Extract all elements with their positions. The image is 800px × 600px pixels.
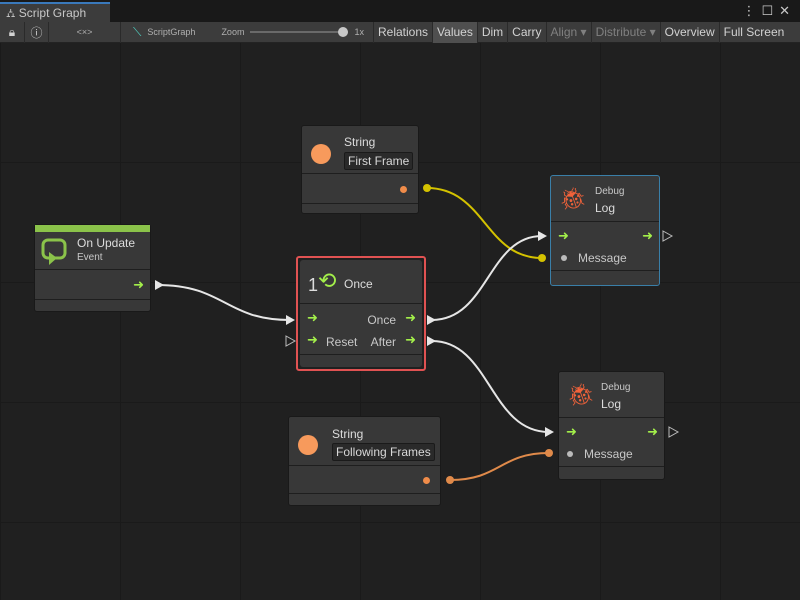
exit-output-arrow-icon[interactable]: ➜ [647,424,658,439]
control-output-arrow-icon[interactable]: ➜ [133,277,144,292]
message-label: Message [584,447,633,461]
message-label: Message [578,251,627,265]
maximize-icon[interactable]: ☐ [761,3,780,18]
exit-output-arrow-icon[interactable]: ➜ [642,228,653,243]
tab-script-graph[interactable]: ⛼ Script Graph [0,2,110,22]
node-category: Debug [595,186,625,197]
full-screen-button[interactable]: Full Screen [723,25,785,39]
code-button[interactable]: <×> [49,21,121,43]
output-port[interactable] [423,477,430,484]
close-icon[interactable]: ✕ [779,3,796,18]
message-port[interactable] [567,451,573,457]
overview-button[interactable]: Overview [661,21,720,43]
debug-log-node-2[interactable]: 🐞︎ Debug Log ➜ ➜ Message [558,371,665,480]
bug-icon: 🐞︎ [567,382,595,407]
node-title: String [344,135,376,149]
once-output-label: Once [367,313,396,327]
on-update-node[interactable]: On Update Event ➜ [34,224,151,312]
update-loop-icon [41,238,67,265]
node-subtitle: Event [77,252,103,263]
hierarchy-icon: ⛼ [6,6,16,20]
string-value-field[interactable]: Following Frames [332,443,435,461]
carry-button[interactable]: Carry [508,21,547,43]
reset-input-arrow-icon[interactable]: ➜ [307,332,318,347]
once-cycle-icon: ⟲ [318,268,337,293]
more-vert-icon[interactable]: ⋮ [742,3,762,18]
values-button[interactable]: Values [433,21,478,43]
output-port[interactable] [400,186,407,193]
node-category: Debug [601,382,631,393]
reset-input-label: Reset [326,335,358,349]
bug-icon: 🐞︎ [559,186,587,211]
dim-button[interactable]: Dim [478,21,509,43]
once-output-arrow-icon[interactable]: ➜ [405,310,416,325]
string-icon [298,435,318,455]
enter-input-arrow-icon[interactable]: ➜ [566,424,577,439]
node-title: String [332,427,364,441]
info-icon[interactable]: ⓘ [25,21,49,43]
debug-log-node-1[interactable]: 🐞︎ Debug Log ➜ ➜ Message [550,175,660,286]
lock-icon[interactable]: 🔒︎ [0,21,25,43]
node-title: Log [595,201,616,215]
message-port[interactable] [561,255,567,261]
once-node[interactable]: 1 ⟲ Once ➜ Once ➜ ➜ Reset After ➜ [296,256,426,371]
after-output-arrow-icon[interactable]: ➜ [405,332,416,347]
toolbar: 🔒︎ ⓘ <×> ⟍ ScriptGraph Zoom 1x Relations… [0,21,800,43]
string-value-field[interactable]: First Frame [344,152,414,170]
zoom-value: 1x [354,27,364,37]
string-icon [311,144,331,164]
after-output-label: After [370,335,396,349]
zoom-slider[interactable] [250,27,349,37]
enter-input-arrow-icon[interactable]: ➜ [558,228,569,243]
graph-icon: ⟍ [133,24,142,39]
node-title: Log [601,397,622,411]
node-title: On Update [77,236,136,250]
once-count: 1 [308,275,319,295]
distribute-dropdown[interactable]: Distribute ▾ [592,21,661,43]
zoom-label: Zoom [221,27,245,37]
tab-bar: ⛼ Script Graph ⋮☐✕ [0,0,800,22]
node-title: Once [344,277,373,291]
string-node-first-frame[interactable]: String First Frame [301,125,419,214]
string-node-following-frames[interactable]: String Following Frames [288,416,441,506]
graph-breadcrumb: ⟍ ScriptGraph Zoom 1x [121,21,374,43]
graph-name[interactable]: ScriptGraph [147,27,196,37]
enter-input-arrow-icon[interactable]: ➜ [307,310,318,325]
relations-button[interactable]: Relations [374,21,434,43]
event-accent [35,225,150,232]
align-dropdown[interactable]: Align ▾ [547,21,592,43]
